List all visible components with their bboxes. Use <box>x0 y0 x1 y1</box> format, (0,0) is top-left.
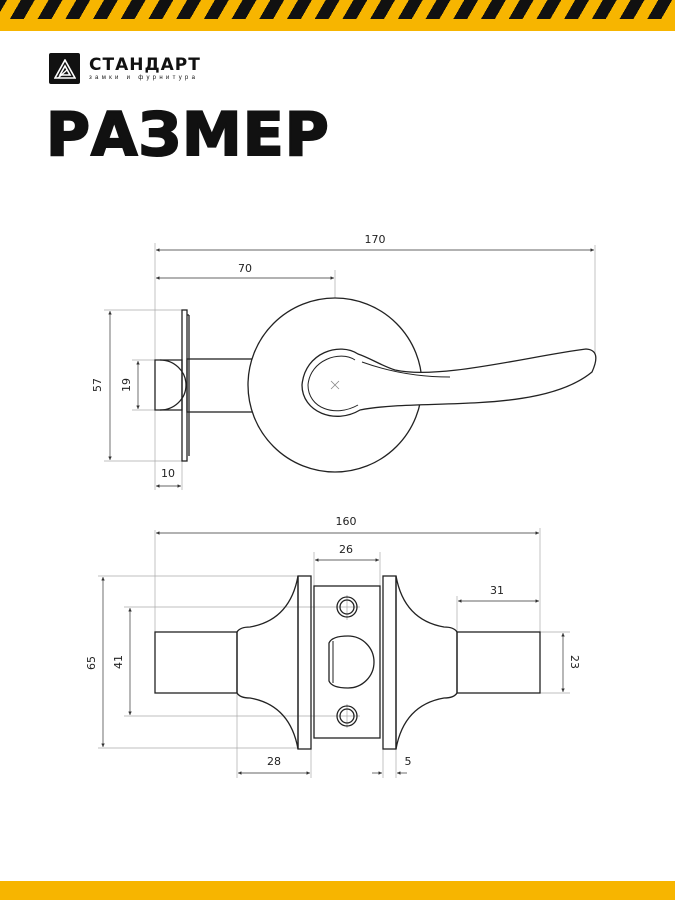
dim-flare-length: 28 <box>267 755 281 768</box>
dim-latch-depth: 10 <box>161 467 175 480</box>
dim-latch-height: 19 <box>120 378 133 392</box>
side-view-drawing <box>104 243 597 490</box>
dim-overall-length-top: 160 <box>336 515 357 528</box>
bottom-accent-band <box>0 881 675 900</box>
dim-to-axis: 70 <box>238 262 252 275</box>
dim-rosette-height-top: 65 <box>85 656 98 670</box>
hazard-stripes <box>0 0 675 19</box>
dim-overall-length: 170 <box>365 233 386 246</box>
brand-tagline: замки и фурнитура <box>89 74 199 81</box>
logo-icon <box>49 53 80 84</box>
dim-plate-thickness: 5 <box>405 755 412 768</box>
brand-name: СТАНДАРТ <box>89 54 201 75</box>
dim-hole-spacing: 41 <box>112 655 125 669</box>
hazard-stripe-band <box>0 0 675 31</box>
top-view-drawing <box>98 528 570 778</box>
brand-logo: СТАНДАРТ замки и фурнитура <box>49 53 201 84</box>
page-title: РАЗМЕР <box>45 99 330 171</box>
dim-handle-length: 31 <box>490 584 504 597</box>
dim-latch-plate-width: 26 <box>339 543 353 556</box>
dim-handle-diameter: 23 <box>568 655 581 669</box>
dim-rosette-height: 57 <box>91 378 104 392</box>
